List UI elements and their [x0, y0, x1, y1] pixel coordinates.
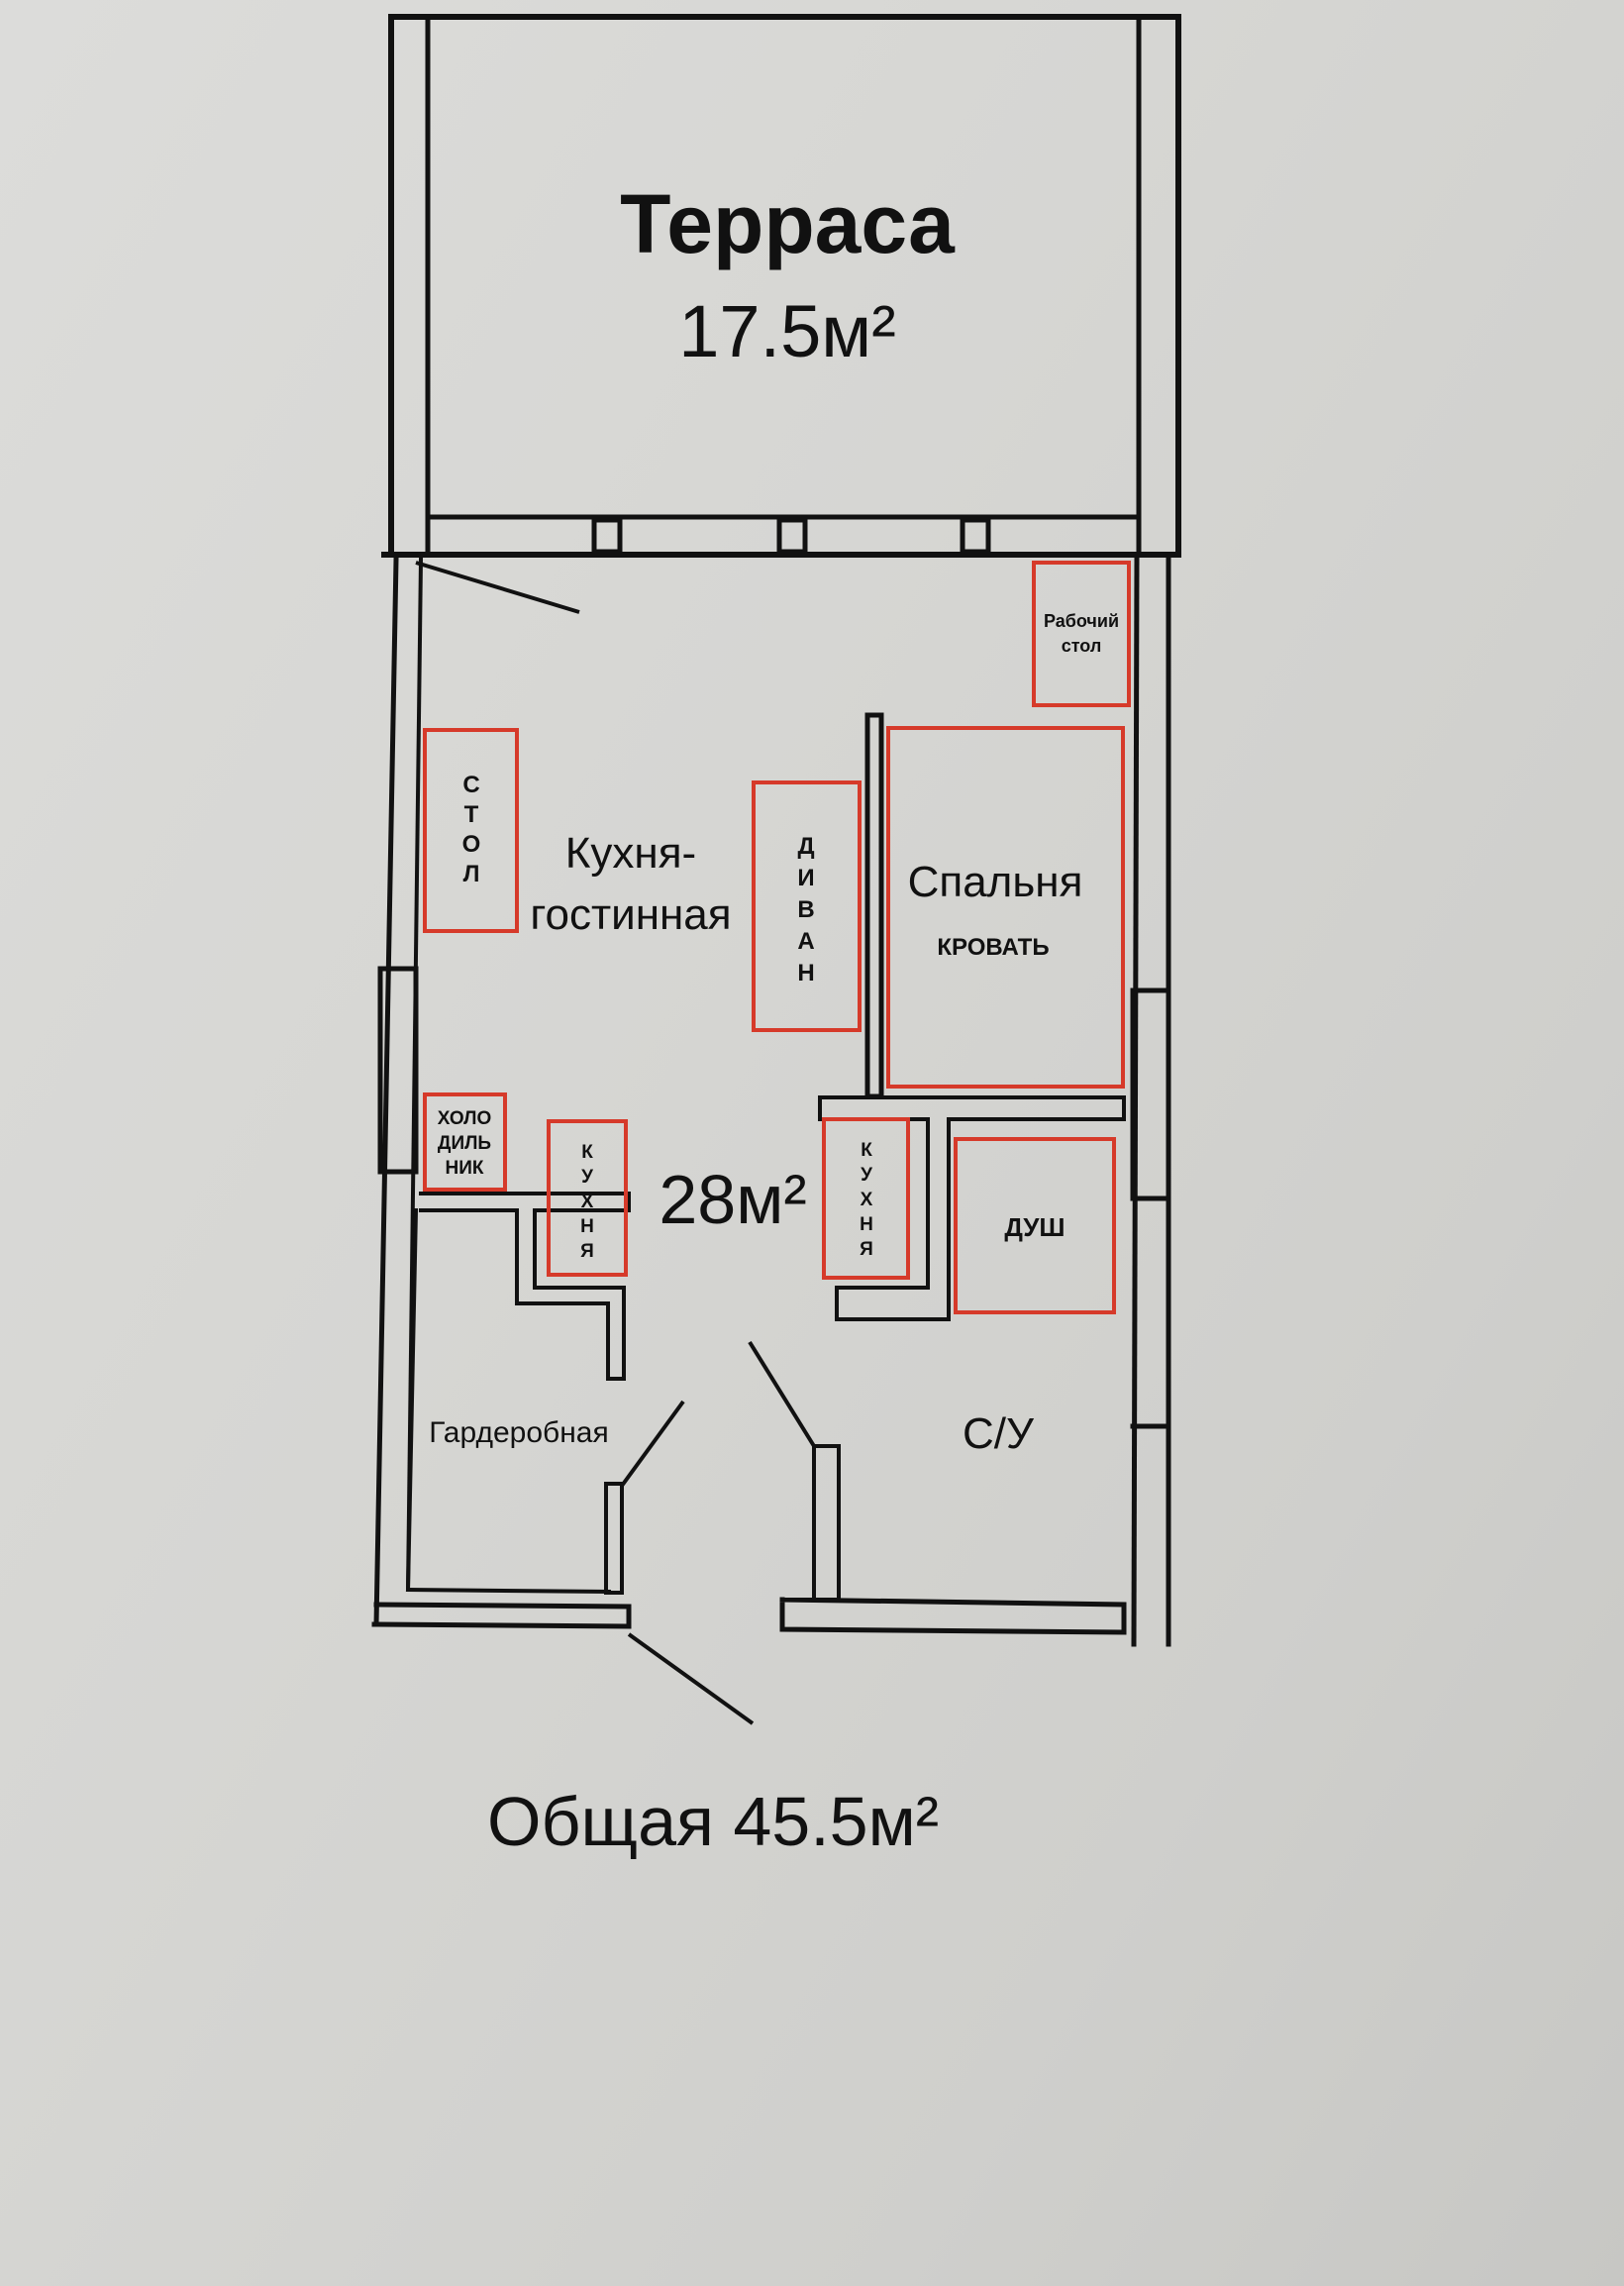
kitchen-right-letter: К	[861, 1140, 872, 1161]
desk-outline	[1032, 561, 1131, 707]
bedroom-label: Спальня	[908, 858, 1083, 906]
kitchen-left-outline	[547, 1119, 628, 1277]
bathroom-label: С/У	[963, 1409, 1035, 1458]
shower-label: ДУШ	[1004, 1212, 1065, 1242]
table-letter: Т	[464, 801, 479, 828]
furniture	[423, 561, 1131, 1314]
living-room-area: 28м²	[659, 1161, 806, 1238]
sofa-letter: И	[797, 865, 814, 891]
table-outline	[423, 728, 519, 933]
bed-outline	[886, 726, 1125, 1089]
terrace-name: Терраса	[620, 177, 956, 270]
kitchen-left-letter: Н	[580, 1216, 594, 1237]
table-letter: С	[462, 772, 479, 798]
wardrobe-label: Гардеробная	[429, 1416, 608, 1449]
table-letter: Л	[463, 861, 480, 887]
sofa-outline	[752, 780, 862, 1032]
desk-label-line1: Рабочий	[1044, 611, 1119, 631]
kitchen-left-letter: Х	[581, 1192, 594, 1212]
door-swings	[415, 561, 816, 1725]
bed-label: КРОВАТЬ	[937, 934, 1049, 961]
fridge-outline	[423, 1092, 507, 1192]
terrace	[388, 14, 1181, 558]
kitchen-right-letter: Н	[860, 1214, 873, 1235]
kitchen-right-letter: Х	[861, 1190, 873, 1210]
fridge-label-line: ХОЛО	[438, 1108, 492, 1129]
desk-label-line2: стол	[1062, 636, 1102, 656]
sofa-letter: А	[797, 928, 814, 955]
table-letter: О	[462, 831, 481, 858]
apartment-walls	[371, 552, 1176, 1647]
living-room-label-line1: Кухня-	[565, 829, 696, 878]
sofa-letter: Н	[797, 960, 814, 987]
kitchen-right-letter: Я	[860, 1239, 873, 1260]
total-area: Общая 45.5м²	[487, 1783, 939, 1860]
kitchen-right-outline	[822, 1117, 910, 1280]
kitchen-left-letter: К	[581, 1142, 593, 1163]
kitchen-left-letter: Я	[580, 1241, 594, 1262]
kitchen-left-letter: У	[581, 1167, 593, 1188]
fridge-label-line: ДИЛЬ	[438, 1133, 491, 1154]
fridge-label-line: НИК	[446, 1158, 484, 1179]
shower-outline	[954, 1137, 1116, 1314]
sofa-letter: В	[797, 896, 814, 923]
living-room-label-line2: гостинная	[530, 890, 731, 939]
kitchen-right-letter: У	[861, 1165, 872, 1186]
terrace-area: 17.5м²	[678, 290, 896, 372]
sofa-letter: Д	[797, 833, 814, 860]
